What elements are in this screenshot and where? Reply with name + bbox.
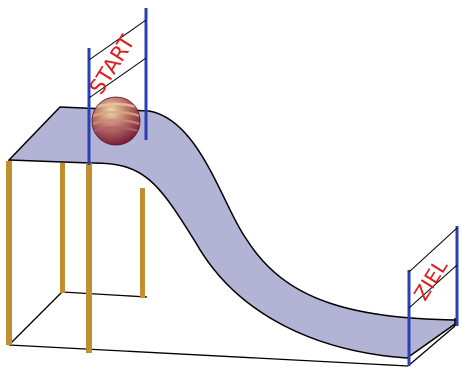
finish-sign-top-edge [408, 227, 458, 273]
start-sign-top-edge [88, 19, 147, 61]
front-support-posts [6, 161, 92, 353]
back-support-posts [60, 163, 145, 298]
start-sign-panel [90, 21, 144, 99]
support-post-front-middle [86, 163, 92, 353]
start-sign-bottom-edge [88, 57, 147, 99]
finish-sign-bottom-edge [408, 264, 458, 309]
ball [91, 96, 141, 146]
ramp-surface [8, 106, 456, 359]
finish-sign-panel [410, 236, 456, 298]
start-sign: START [85, 8, 148, 165]
support-post-front-left [6, 161, 12, 345]
finish-sign: ZIEL [407, 226, 459, 366]
support-post-back-right [140, 188, 145, 298]
support-post-back-left [60, 163, 65, 293]
